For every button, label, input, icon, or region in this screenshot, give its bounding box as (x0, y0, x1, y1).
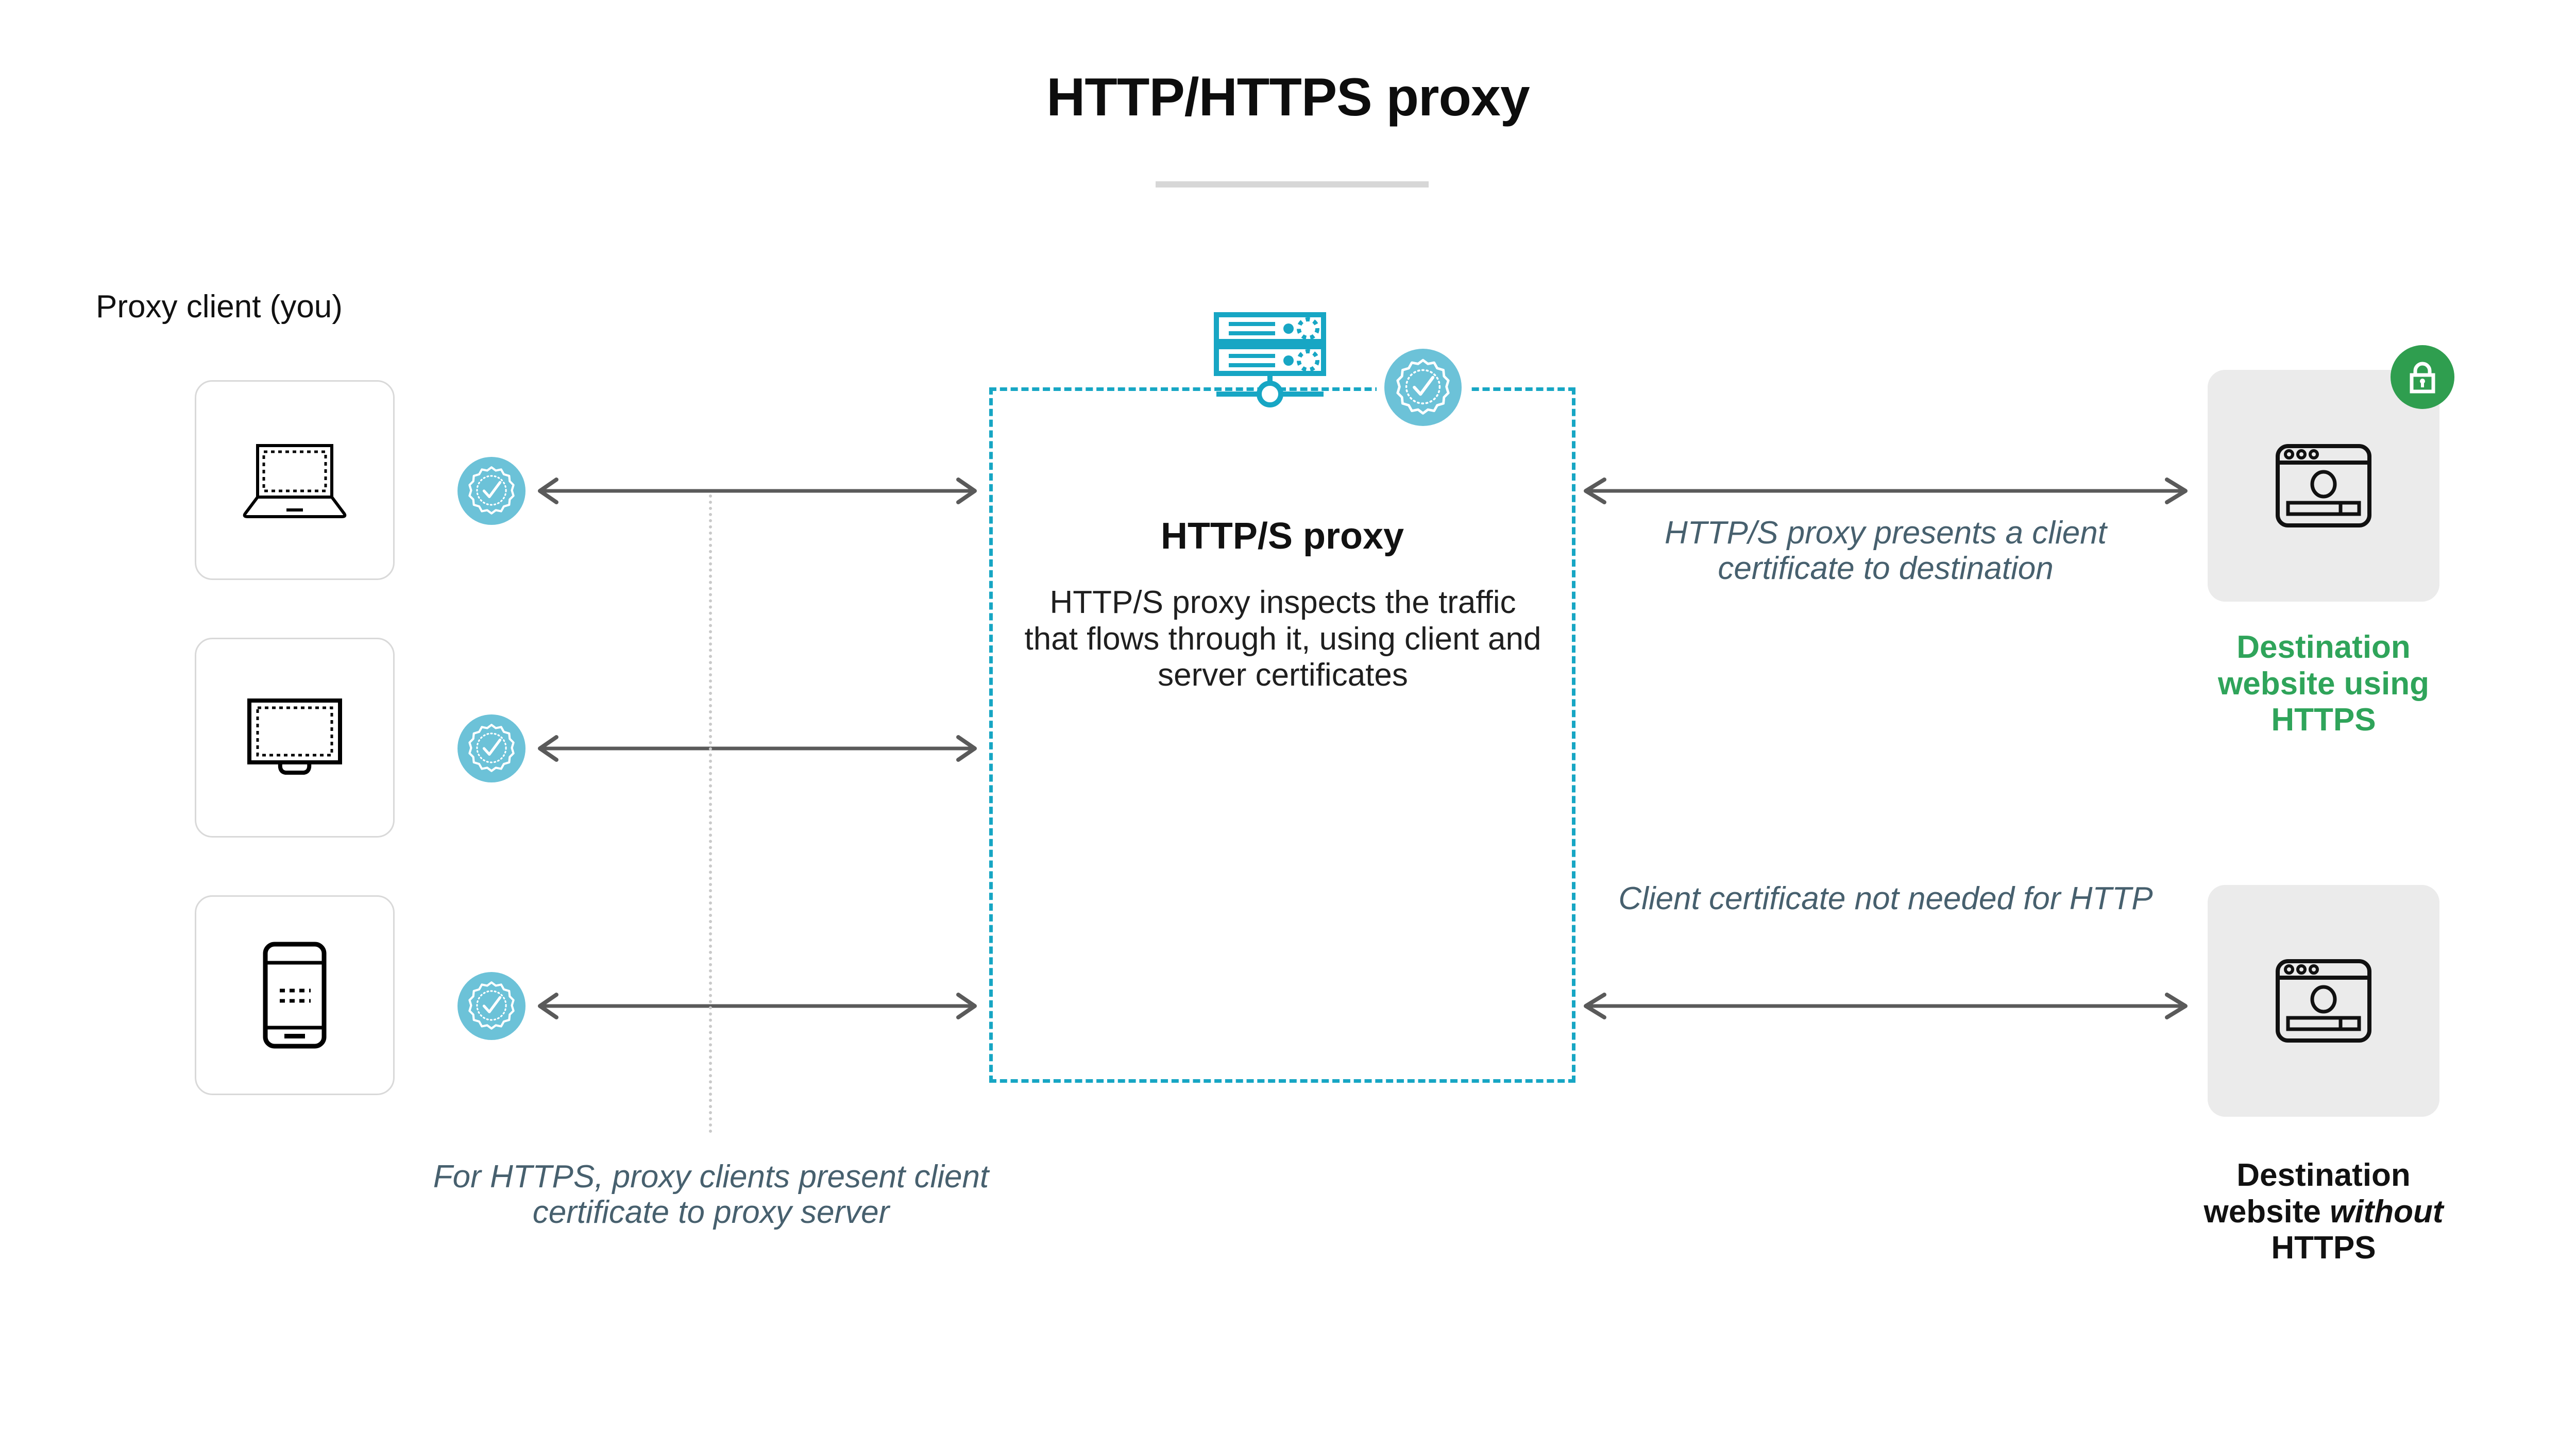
certificate-check-badge-icon (457, 972, 526, 1040)
destination-label-https-line2: website using (2218, 666, 2429, 702)
proxy-client-label: Proxy client (you) (96, 289, 343, 325)
desktop-monitor-icon (238, 696, 351, 779)
leader-line-to-client-annotation (709, 495, 712, 1133)
arrow-client-desktop-to-proxy (536, 733, 979, 764)
destination-card-http[interactable] (2208, 885, 2439, 1117)
destination-label-http-line3: HTTPS (2271, 1230, 2376, 1266)
server-rack-icon (1208, 312, 1332, 407)
destination-label-http: Destination website without HTTPS (2164, 1157, 2483, 1267)
destination-label-http-line2-italic: without (2330, 1194, 2444, 1230)
destination-label-http-line2: website without (2164, 1194, 2483, 1231)
proxy-body-text: HTTP/S proxy inspects the traffic that f… (1024, 585, 1541, 693)
device-card-laptop[interactable] (195, 380, 395, 580)
arrow-proxy-to-http-destination (1582, 991, 2190, 1021)
certificate-check-badge-icon (457, 714, 526, 782)
device-card-smartphone[interactable] (195, 895, 395, 1095)
lock-icon (2391, 345, 2454, 409)
smartphone-icon (261, 941, 328, 1049)
browser-window-icon (2275, 952, 2372, 1050)
annotation-no-certificate-needed: Client certificate not needed for HTTP (1618, 881, 2153, 916)
arrow-proxy-to-https-destination (1582, 475, 2190, 506)
certificate-check-badge-icon (1384, 349, 1462, 426)
arrow-client-smartphone-to-proxy (536, 991, 979, 1021)
annotation-client-certificate: For HTTPS, proxy clients present client … (433, 1159, 989, 1231)
proxy-box (989, 387, 1575, 1083)
destination-label-https-line3: HTTPS (2271, 702, 2376, 738)
destination-label-https: Destination website using HTTPS (2164, 629, 2483, 739)
device-card-desktop[interactable] (195, 638, 395, 838)
certificate-check-badge-icon (457, 457, 526, 525)
annotation-proxy-presents-certificate: HTTP/S proxy presents a client certifica… (1665, 515, 2107, 587)
arrow-client-laptop-to-proxy (536, 475, 979, 506)
page-title: HTTP/HTTPS proxy (1046, 67, 1530, 127)
destination-card-https[interactable] (2208, 370, 2439, 602)
laptop-icon (238, 441, 351, 519)
browser-window-icon (2275, 437, 2372, 535)
title-underline-rule (1156, 181, 1429, 187)
destination-label-http-line2-pre: website (2204, 1194, 2330, 1230)
destination-label-https-line1: Destination (2236, 629, 2411, 665)
destination-label-http-line1: Destination (2236, 1157, 2411, 1193)
proxy-heading: HTTP/S proxy (1160, 516, 1404, 557)
